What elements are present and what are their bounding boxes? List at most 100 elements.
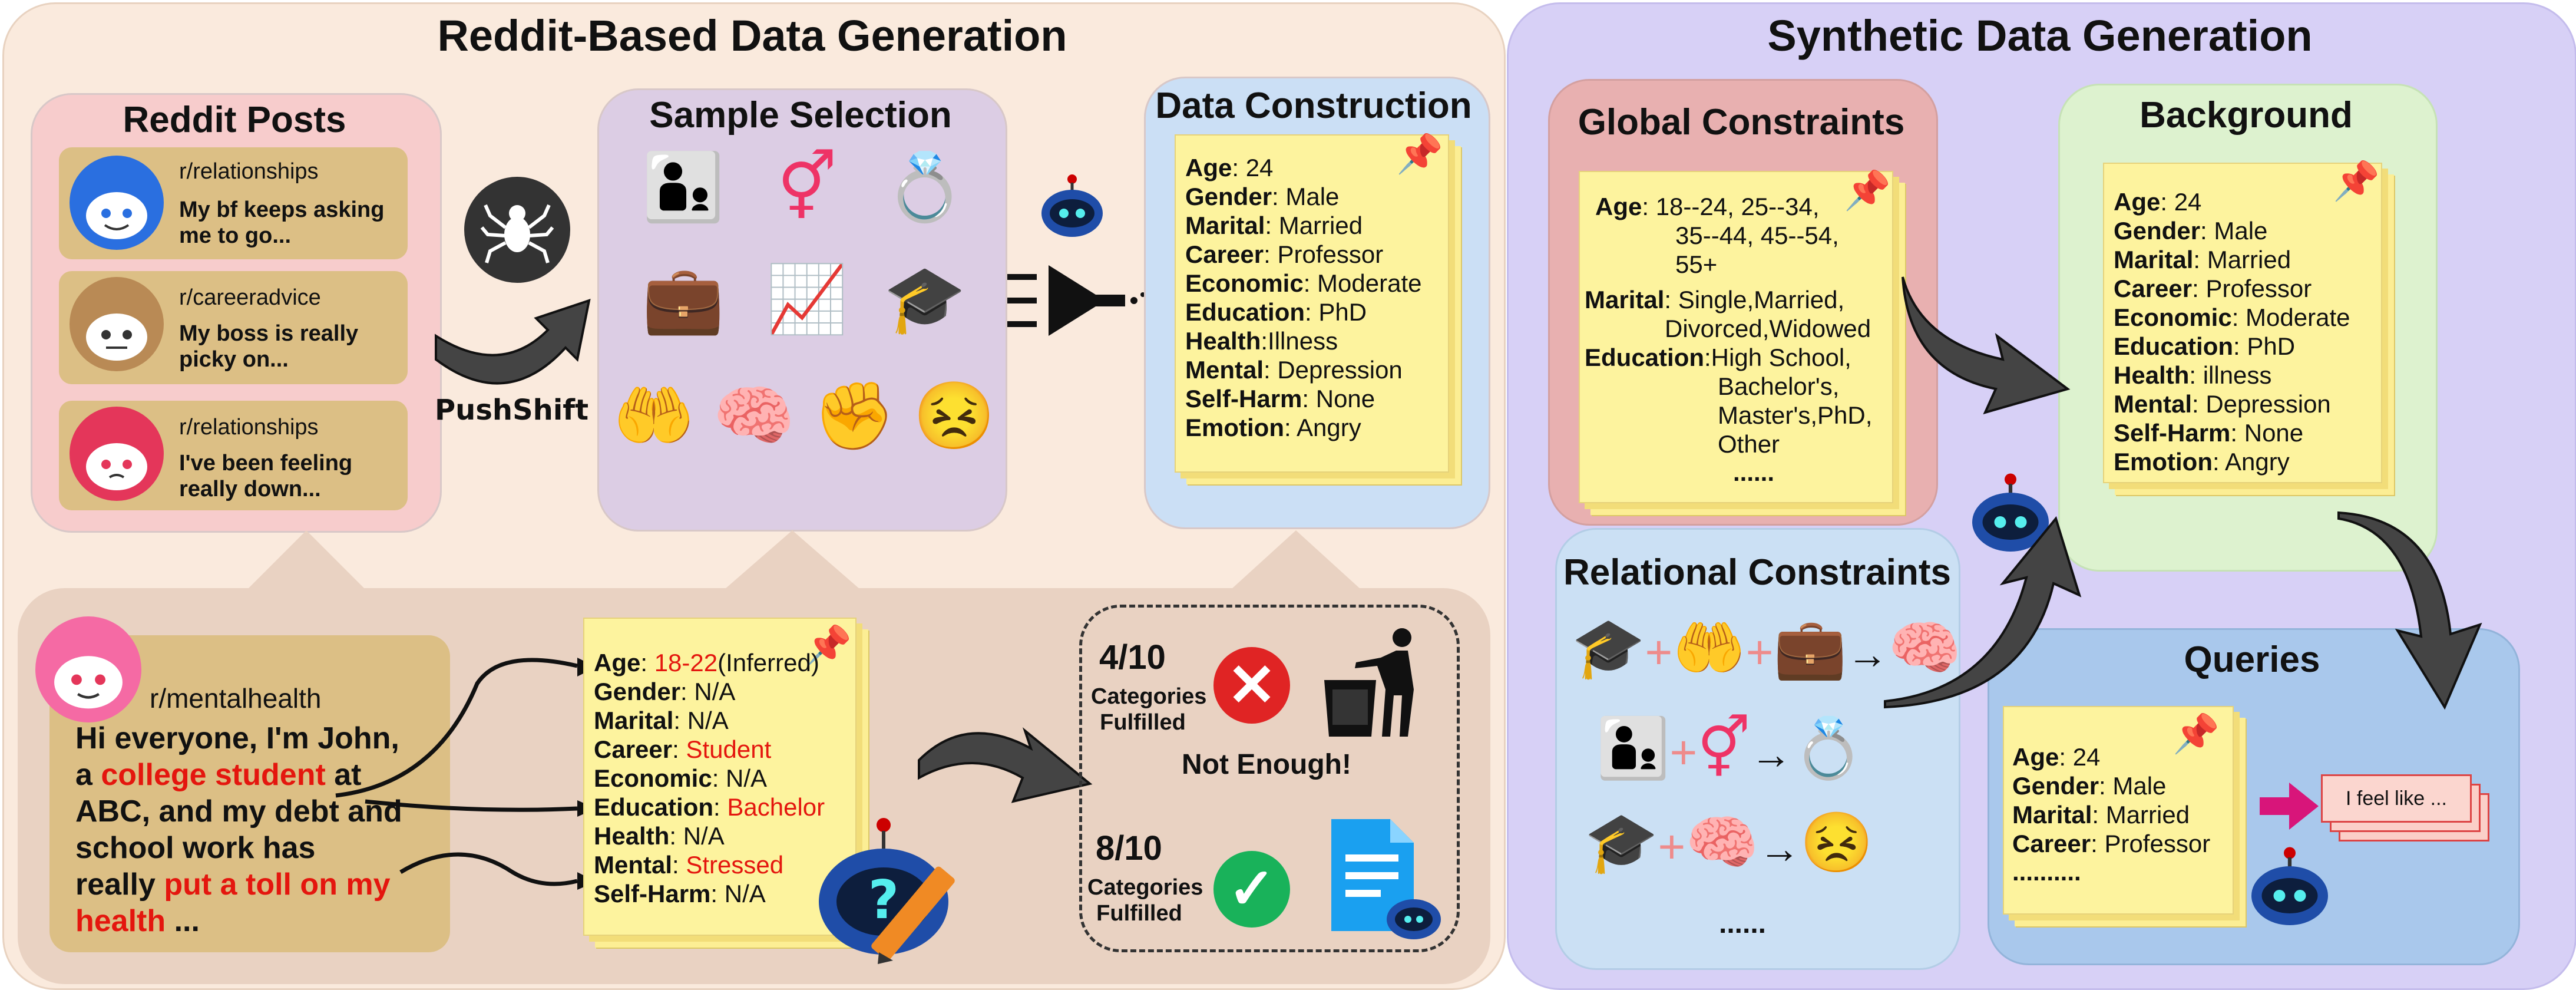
profile-line: Economic: Moderate	[2114, 303, 2350, 332]
arrow-icon: →	[1758, 826, 1800, 872]
profile-line: Career: Professor	[1185, 240, 1422, 269]
profile-line: Marital: Married	[1185, 211, 1422, 240]
post-text-line: My boss is really	[179, 321, 359, 346]
flow-arrow	[1884, 516, 2082, 709]
profile-line: Gender: Male	[2114, 216, 2350, 245]
health-icon: 🤲	[1672, 615, 1746, 681]
profile-value: : PhD	[2233, 332, 2296, 360]
pin-icon: 📌	[1396, 133, 1443, 175]
profile-value: :Illness	[1261, 327, 1338, 355]
score-low: 4/10	[1099, 638, 1166, 676]
profile-value: : 24	[2059, 743, 2101, 771]
sample-selection-box	[597, 88, 1007, 532]
relational-constraints-box	[1555, 528, 1960, 970]
profile-value: : Moderate	[1303, 269, 1422, 297]
sample-selection-title: Sample Selection	[649, 95, 952, 136]
profile-line: Mental: Depression	[2114, 390, 2350, 418]
relational-rule: 🎓+🤲+💼→🧠	[1572, 613, 1962, 689]
profile-value: : illness	[2189, 361, 2272, 389]
trash-icon	[1324, 628, 1414, 737]
profile-line: Career: Professor	[2114, 274, 2350, 303]
post-text-line: I've been feeling	[179, 451, 353, 476]
post-line: a college student at	[75, 758, 362, 792]
profile-value: : Male	[1272, 183, 1340, 210]
emotion-icon: 😣	[913, 379, 996, 453]
flow-arrow	[2337, 511, 2482, 710]
emotion-icon: 😣	[1800, 810, 1874, 876]
pin-icon: 📌	[2172, 712, 2220, 755]
more-ellipsis: ..........	[2012, 858, 2081, 886]
profile-key: Mental	[1185, 356, 1264, 384]
profile-key: Self-Harm	[2114, 419, 2231, 447]
profile-key: Emotion	[1185, 414, 1284, 441]
post-line: school work has	[75, 831, 316, 865]
graduation-icon: 🎓	[884, 262, 966, 336]
snoo-icon	[86, 192, 147, 239]
profile-key: Economic	[1185, 269, 1304, 297]
reddit-posts-title: Reddit Posts	[123, 100, 346, 140]
profile-line: Self-Harm: None	[1185, 384, 1422, 413]
spider-icon	[464, 177, 570, 283]
profile-line: Gender: Male	[2012, 771, 2210, 800]
robot-icon	[1037, 171, 1107, 242]
snoo-icon	[86, 314, 147, 361]
profile-value: : Married	[2193, 246, 2291, 273]
example-subreddit: r/mentalhealth	[150, 683, 322, 714]
brain-icon: 🧠	[1887, 615, 1962, 681]
flow-arrow	[1902, 276, 2071, 415]
profile-value: : Married	[2092, 801, 2190, 829]
not-enough-label: Not Enough!	[1182, 749, 1351, 780]
profile-key: Emotion	[2114, 448, 2213, 476]
data-construction-title: Data Construction	[1155, 85, 1472, 126]
profile-key: Mental	[2114, 390, 2193, 418]
profile-key: Health	[2114, 361, 2190, 389]
graduation-icon: 🎓	[1572, 615, 1645, 681]
profile-value: : Married	[1265, 212, 1363, 239]
profile-value: : PhD	[1305, 298, 1367, 326]
post-subreddit: r/relationships	[179, 159, 319, 184]
profile-key: Health	[1185, 327, 1261, 355]
marriage-rings-icon: 💍	[884, 150, 966, 224]
profile-value: : Depression	[2192, 390, 2331, 418]
profile-key: Age	[2012, 743, 2059, 771]
profile-key: Age	[2114, 188, 2161, 216]
brain-icon: 🧠	[713, 379, 795, 453]
brain-icon: 🧠	[1685, 810, 1759, 876]
profile-line: Self-Harm: None	[2114, 418, 2350, 447]
profile-key: Education	[2114, 332, 2234, 360]
synthetic-panel-title: Synthetic Data Generation	[1767, 11, 2313, 60]
post-line: ABC, and my debt and	[75, 794, 402, 829]
age-icon: 👨‍👦	[642, 150, 725, 224]
briefcase-icon: 💼	[1773, 615, 1847, 681]
profile-key: Gender	[2012, 772, 2099, 800]
profile-line: Age: 24	[2114, 187, 2350, 216]
post-line: health ...	[75, 904, 200, 938]
post-text-line: me to go...	[179, 223, 291, 248]
profile-key: Career	[2012, 830, 2091, 857]
plus-icon: +	[1669, 726, 1698, 778]
post-line: really put a toll on my	[75, 867, 391, 902]
age-icon: 👨‍👦	[1596, 715, 1670, 781]
profile-line: Age: 24	[2012, 742, 2210, 771]
global-constraints-title: Global Constraints	[1578, 102, 1905, 143]
profile-key: Self-Harm	[1185, 385, 1302, 412]
snoo-icon	[86, 443, 147, 490]
marriage-rings-icon: 💍	[1791, 715, 1866, 781]
flow-arrow	[918, 727, 1093, 803]
profile-line: Emotion: Angry	[2114, 447, 2350, 476]
economy-icon: 📈	[766, 262, 848, 336]
plus-icon: +	[1658, 820, 1686, 873]
post-text-line: picky on...	[179, 347, 289, 372]
relational-rule: 🎓+🧠→😣	[1585, 807, 1873, 884]
profile-key: Gender	[1185, 183, 1272, 210]
profile-line: Education: PhD	[2114, 332, 2350, 361]
gender-icon: ⚥	[1697, 715, 1751, 781]
extraction-arrows	[335, 658, 596, 890]
pushshift-arrow	[435, 299, 591, 385]
profile-value: : Professor	[2091, 830, 2211, 857]
snoo-icon	[54, 656, 123, 709]
plus-icon: +	[1745, 626, 1774, 678]
